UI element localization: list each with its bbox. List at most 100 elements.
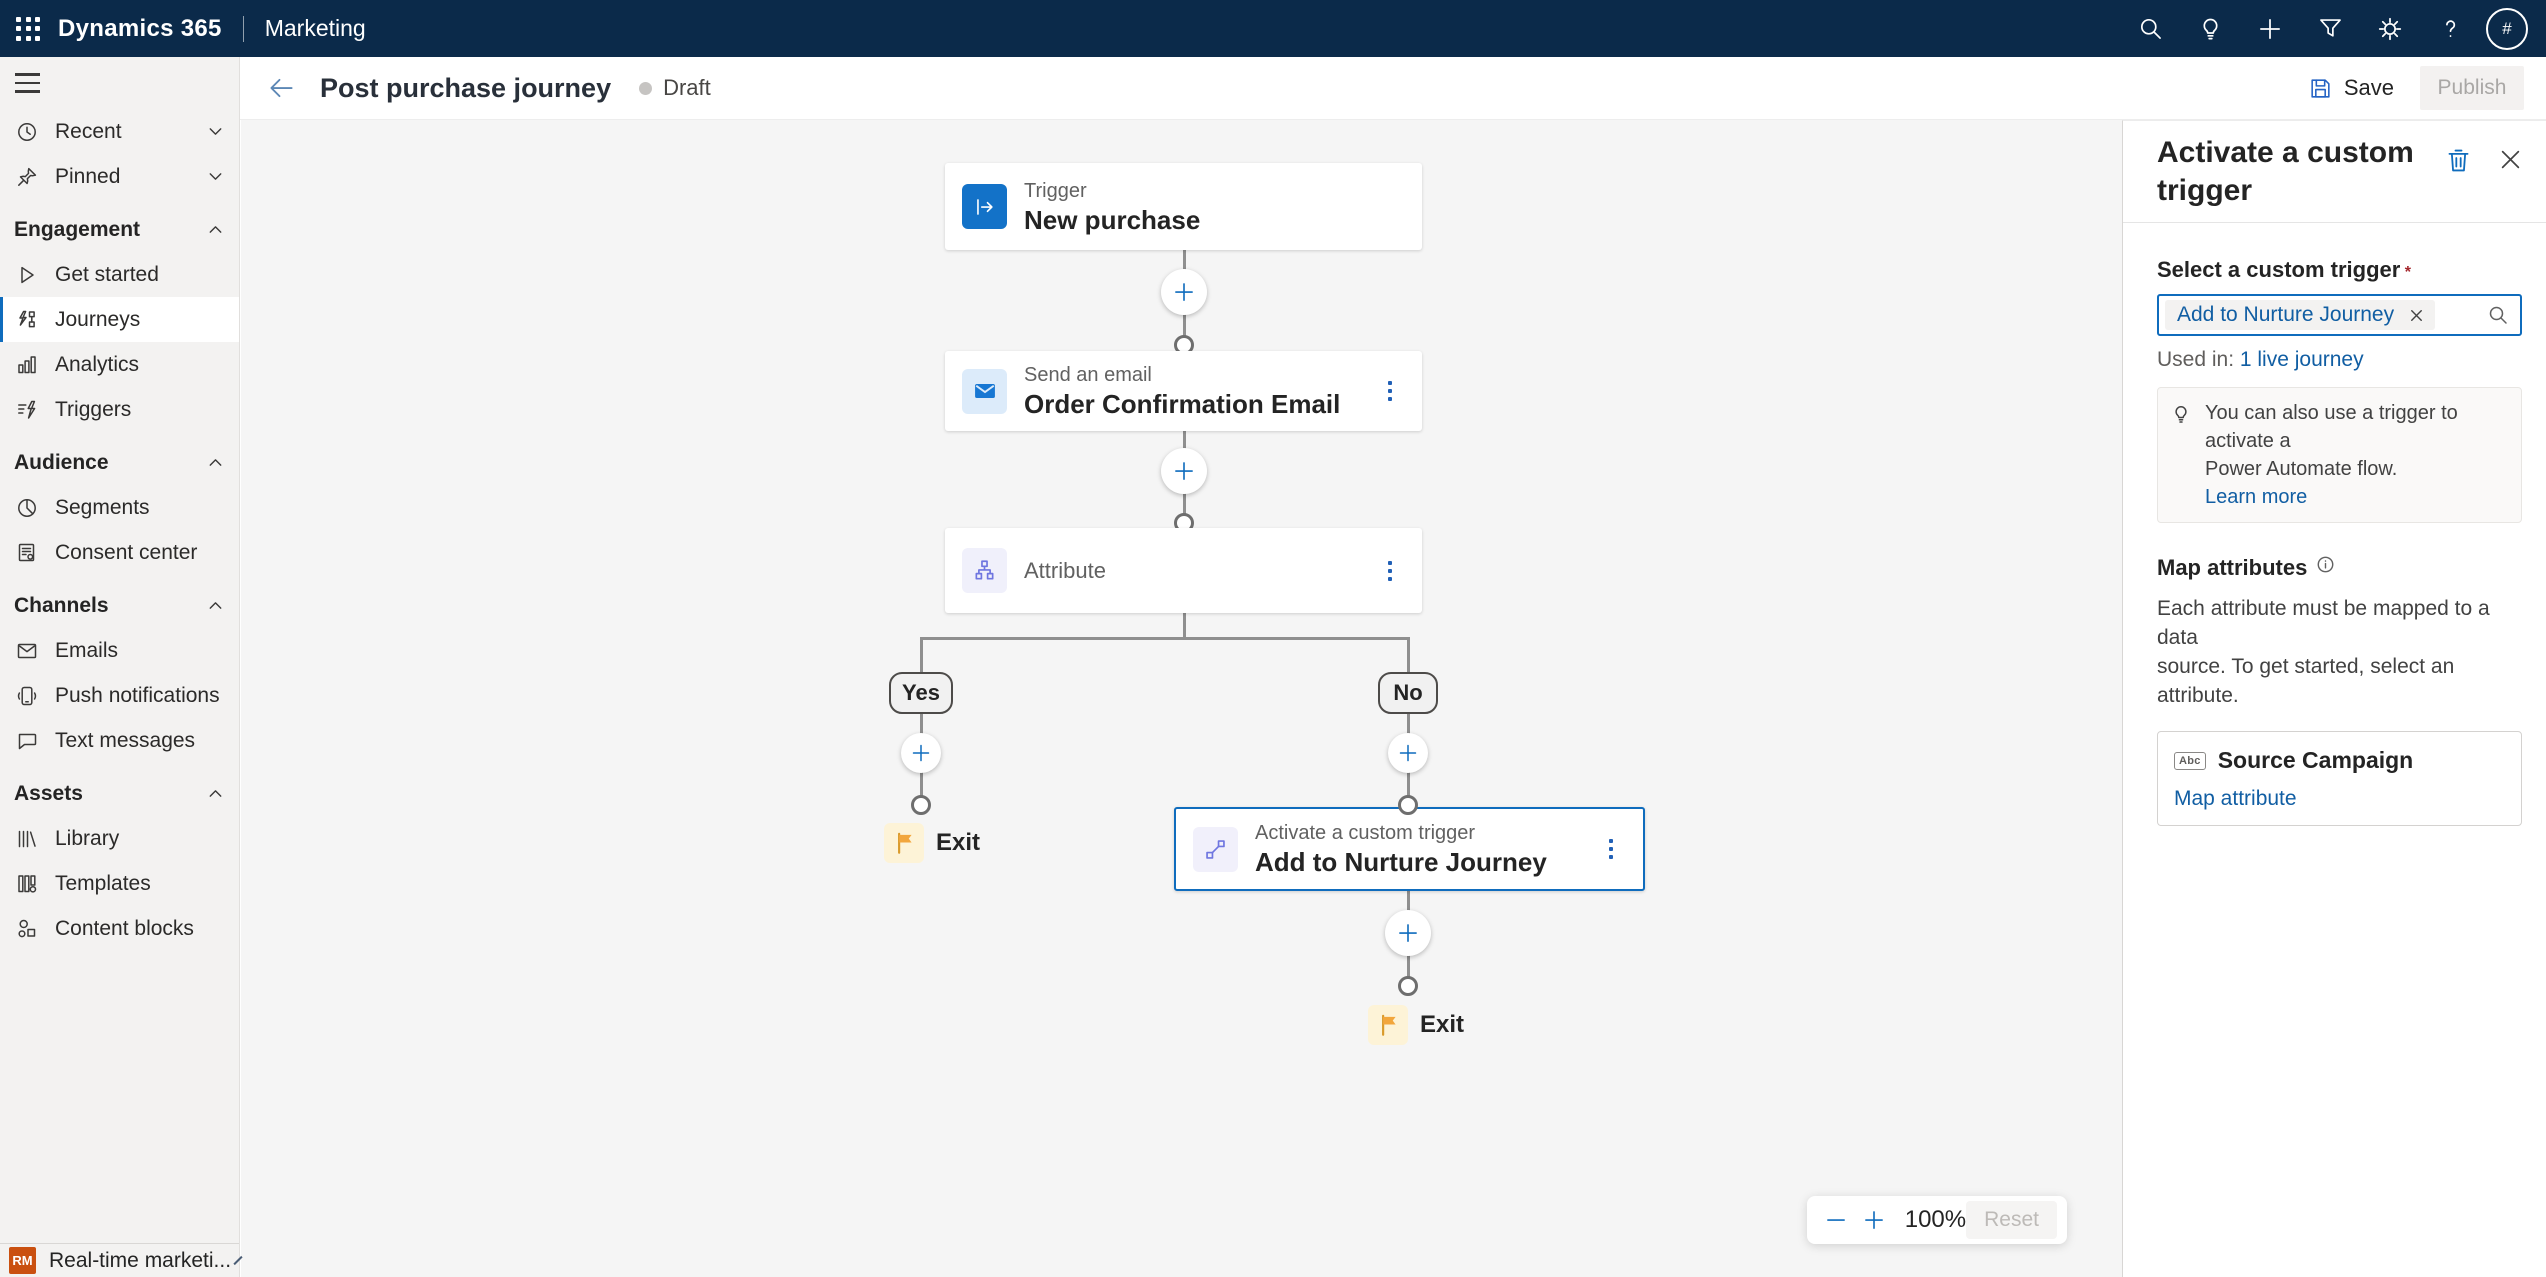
chevron-up-icon bbox=[206, 220, 225, 239]
add-step-button[interactable] bbox=[1388, 733, 1428, 773]
node-type-label: Activate a custom trigger bbox=[1255, 822, 1476, 844]
info-icon[interactable] bbox=[2316, 555, 2335, 574]
journey-designer-canvas[interactable]: Trigger New purchase Send an email Order… bbox=[241, 120, 2122, 1277]
waffle-menu-button[interactable] bbox=[0, 0, 56, 57]
status-label: Draft bbox=[663, 75, 711, 100]
zoom-level: 100% bbox=[1904, 1206, 1967, 1233]
sidebar-item-label: Segments bbox=[55, 495, 150, 519]
map-attribute-link[interactable]: Map attribute bbox=[2174, 787, 2297, 810]
attribute-card-source-campaign[interactable]: Abc Source Campaign Map attribute bbox=[2157, 731, 2522, 826]
node-more-options-button[interactable] bbox=[1384, 557, 1396, 585]
live-journey-link[interactable]: 1 live journey bbox=[2239, 348, 2364, 371]
avatar-initials: # bbox=[2502, 18, 2512, 38]
branch-line bbox=[921, 636, 1409, 640]
custom-trigger-search-input[interactable]: Add to Nurture Journey bbox=[2157, 294, 2522, 336]
add-icon[interactable] bbox=[2240, 0, 2300, 57]
sidebar-item-library[interactable]: Library bbox=[0, 816, 239, 861]
node-title: Order Confirmation Email bbox=[1024, 389, 1341, 419]
connector-line bbox=[1406, 637, 1410, 672]
branch-yes-pill: Yes bbox=[889, 672, 953, 714]
learn-more-link[interactable]: Learn more bbox=[2205, 486, 2308, 508]
node-activate-custom-trigger[interactable]: Activate a custom trigger Add to Nurture… bbox=[1174, 807, 1645, 891]
sidebar-item-content-blocks[interactable]: Content blocks bbox=[0, 906, 239, 951]
sidebar-item-journeys[interactable]: Journeys bbox=[0, 297, 239, 342]
sidebar-item-segments[interactable]: Segments bbox=[0, 485, 239, 530]
add-step-button[interactable] bbox=[1161, 448, 1207, 494]
sidebar-item-recent[interactable]: Recent bbox=[0, 109, 239, 154]
mobile-push-icon bbox=[14, 683, 40, 709]
pin-icon bbox=[14, 164, 40, 190]
area-title[interactable]: Marketing bbox=[264, 15, 366, 41]
settings-gear-icon[interactable] bbox=[2360, 0, 2420, 57]
connector-line bbox=[1182, 613, 1186, 638]
app-title[interactable]: Dynamics 365 bbox=[58, 14, 222, 42]
sidebar-collapse-button[interactable] bbox=[0, 57, 239, 109]
close-icon[interactable] bbox=[2497, 146, 2524, 173]
panel-header: Activate a custom trigger bbox=[2123, 121, 2546, 223]
sidebar-item-label: Consent center bbox=[55, 540, 198, 564]
sidebar-item-text-messages[interactable]: Text messages bbox=[0, 718, 239, 763]
envelope-icon bbox=[14, 638, 40, 664]
sidebar-item-pinned[interactable]: Pinned bbox=[0, 154, 239, 199]
sidebar-group-label: Engagement bbox=[14, 217, 141, 241]
sidebar-item-consent-center[interactable]: Consent center bbox=[0, 530, 239, 575]
panel-title: Activate a custom trigger bbox=[2157, 136, 2414, 207]
sidebar-item-templates[interactable]: Templates bbox=[0, 861, 239, 906]
sidebar-item-get-started[interactable]: Get started bbox=[0, 252, 239, 297]
chip-remove-icon[interactable] bbox=[2408, 307, 2425, 324]
help-icon[interactable] bbox=[2420, 0, 2480, 57]
add-step-button[interactable] bbox=[1161, 269, 1207, 315]
chat-bubble-icon bbox=[14, 728, 40, 754]
add-step-button[interactable] bbox=[1385, 910, 1431, 956]
zoom-out-button[interactable] bbox=[1817, 1200, 1855, 1240]
sidebar-group-engagement[interactable]: Engagement bbox=[0, 207, 239, 252]
map-attributes-heading: Map attributes bbox=[2157, 555, 2522, 581]
delete-trash-icon[interactable] bbox=[2444, 146, 2473, 175]
sidebar-item-triggers[interactable]: Triggers bbox=[0, 387, 239, 432]
node-attribute-branch[interactable]: Attribute bbox=[945, 528, 1422, 613]
lightbulb-icon[interactable] bbox=[2180, 0, 2240, 57]
search-icon[interactable] bbox=[2486, 303, 2510, 327]
selected-trigger-chip[interactable]: Add to Nurture Journey bbox=[2165, 300, 2436, 330]
save-button[interactable]: Save bbox=[2308, 75, 2394, 101]
sidebar-group-assets[interactable]: Assets bbox=[0, 771, 239, 816]
canvas-zoom-toolbar: 100% Reset bbox=[1807, 1196, 2067, 1244]
exit-flag-icon bbox=[898, 832, 912, 854]
filter-icon[interactable] bbox=[2300, 0, 2360, 57]
sidebar-group-channels[interactable]: Channels bbox=[0, 583, 239, 628]
node-trigger[interactable]: Trigger New purchase bbox=[945, 163, 1422, 250]
zoom-in-button[interactable] bbox=[1855, 1200, 1893, 1240]
environment-name: Real-time marketi... bbox=[49, 1248, 232, 1272]
exit-step-yes[interactable] bbox=[884, 823, 924, 863]
node-send-email[interactable]: Send an email Order Confirmation Email bbox=[945, 351, 1422, 431]
sidebar-item-push-notifications[interactable]: Push notifications bbox=[0, 673, 239, 718]
connector-port bbox=[911, 795, 931, 815]
exit-step-no[interactable] bbox=[1368, 1005, 1408, 1045]
exit-flag-icon bbox=[1382, 1014, 1396, 1036]
node-more-options-button[interactable] bbox=[1384, 377, 1396, 405]
sidebar-group-audience[interactable]: Audience bbox=[0, 440, 239, 485]
sidebar-item-analytics[interactable]: Analytics bbox=[0, 342, 239, 387]
search-icon[interactable] bbox=[2120, 0, 2180, 57]
command-bar: Post purchase journey Draft Save Publish bbox=[240, 57, 2546, 120]
node-title: New purchase bbox=[1024, 204, 1201, 235]
sidebar-item-emails[interactable]: Emails bbox=[0, 628, 239, 673]
chevron-down-icon bbox=[206, 122, 225, 141]
page-title: Post purchase journey bbox=[320, 72, 612, 103]
publish-button[interactable]: Publish bbox=[2420, 66, 2524, 110]
sidebar-item-label: Triggers bbox=[55, 397, 132, 421]
node-title: Attribute bbox=[1024, 557, 1106, 583]
sidebar-navigation: Recent Pinned Engagement Get started Jou… bbox=[0, 57, 243, 1277]
save-button-label: Save bbox=[2343, 75, 2394, 100]
back-button[interactable] bbox=[266, 73, 296, 103]
zoom-reset-label: Reset bbox=[1984, 1208, 2039, 1231]
sidebar-item-label: Recent bbox=[55, 119, 122, 143]
exit-label: Exit bbox=[936, 829, 981, 856]
zoom-reset-button[interactable]: Reset bbox=[1966, 1201, 2057, 1239]
map-attributes-description: Each attribute must be mapped to a data … bbox=[2157, 597, 2490, 707]
user-avatar[interactable]: # bbox=[2486, 7, 2528, 50]
environment-picker[interactable]: RM Real-time marketi... bbox=[0, 1243, 243, 1277]
add-step-button[interactable] bbox=[901, 733, 941, 773]
branch-no-pill: No bbox=[1378, 672, 1438, 714]
node-more-options-button[interactable] bbox=[1605, 835, 1617, 863]
